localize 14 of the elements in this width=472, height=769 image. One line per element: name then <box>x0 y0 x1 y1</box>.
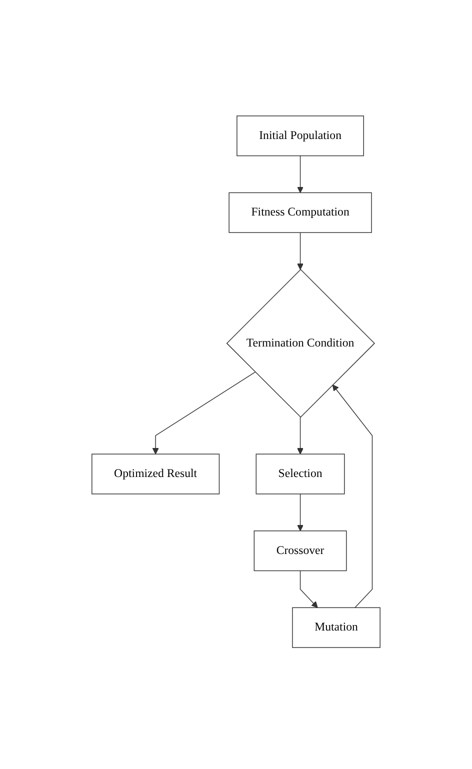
arrow <box>300 570 318 608</box>
node-diamond: Termination Condition <box>226 269 376 418</box>
arrow <box>297 494 304 532</box>
arrow <box>297 156 304 194</box>
node-box: Optimized Result <box>92 454 220 495</box>
arrow <box>332 384 373 608</box>
node-box: Selection <box>256 454 345 495</box>
node-box: Crossover <box>254 530 347 572</box>
arrow <box>152 372 256 455</box>
node-box: Fitness Computation <box>228 192 372 234</box>
node-box: Initial Population <box>236 116 364 156</box>
node-box: Mutation <box>292 608 380 648</box>
arrow <box>297 417 304 455</box>
arrow <box>297 232 304 270</box>
